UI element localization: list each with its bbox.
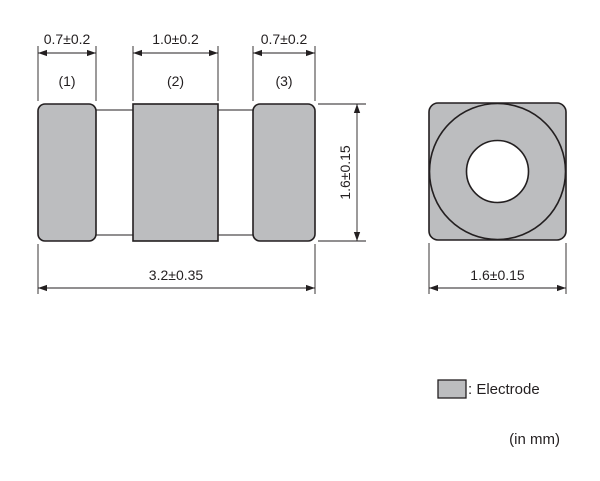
body-core — [96, 109, 253, 236]
electrode-2-label: (2) — [167, 73, 184, 89]
end-view-inner-circle — [465, 139, 530, 204]
end-width-text: 1.6±0.15 — [470, 267, 525, 283]
legend: : Electrode — [437, 379, 540, 399]
electrode-1-label: (1) — [58, 73, 75, 89]
height-text: 1.6±0.15 — [337, 145, 353, 200]
length-text: 3.2±0.35 — [149, 267, 204, 283]
end-view-outer-circle — [428, 102, 567, 241]
end-view: 1.6±0.15 — [428, 102, 567, 294]
front-view: 0.7±0.2 1.0±0.2 0.7±0.2 (1) (2) (3) 1.6±… — [37, 31, 366, 294]
electrode-1 — [37, 103, 97, 242]
electrode-2 — [132, 103, 219, 242]
electrode-legend-label: : Electrode — [468, 381, 540, 398]
electrode-1-width-text: 0.7±0.2 — [44, 31, 91, 47]
electrode-3-width-text: 0.7±0.2 — [261, 31, 308, 47]
electrode-3-label: (3) — [275, 73, 292, 89]
electrode-legend-swatch — [437, 379, 467, 399]
electrode-2-width-text: 1.0±0.2 — [152, 31, 199, 47]
unit-note: (in mm) — [509, 431, 560, 448]
electrode-3 — [252, 103, 316, 242]
